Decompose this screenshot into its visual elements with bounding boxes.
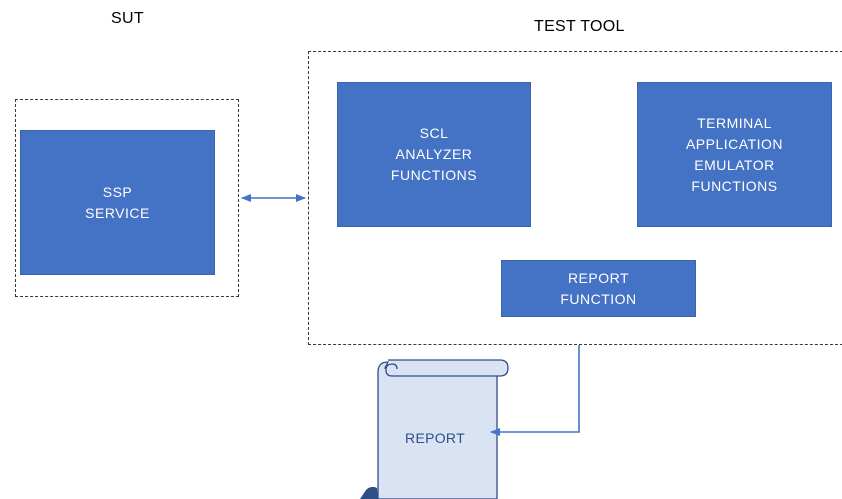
- test-tool-title: TEST TOOL: [534, 18, 625, 35]
- report-function-block: REPORT FUNCTION: [501, 260, 696, 317]
- scl-analyzer-block: SCL ANALYZER FUNCTIONS: [337, 82, 531, 227]
- sut-title: SUT: [111, 10, 144, 27]
- report-document-label: REPORT: [405, 430, 465, 446]
- sut-boundary: [15, 99, 239, 297]
- report-scroll-icon: [360, 359, 509, 499]
- report-connector-arrow: [490, 345, 580, 436]
- test-tool-boundary: [308, 51, 842, 345]
- terminal-emulator-block: TERMINAL APPLICATION EMULATOR FUNCTIONS: [637, 82, 832, 227]
- ssp-service-block: SSP SERVICE: [20, 130, 215, 275]
